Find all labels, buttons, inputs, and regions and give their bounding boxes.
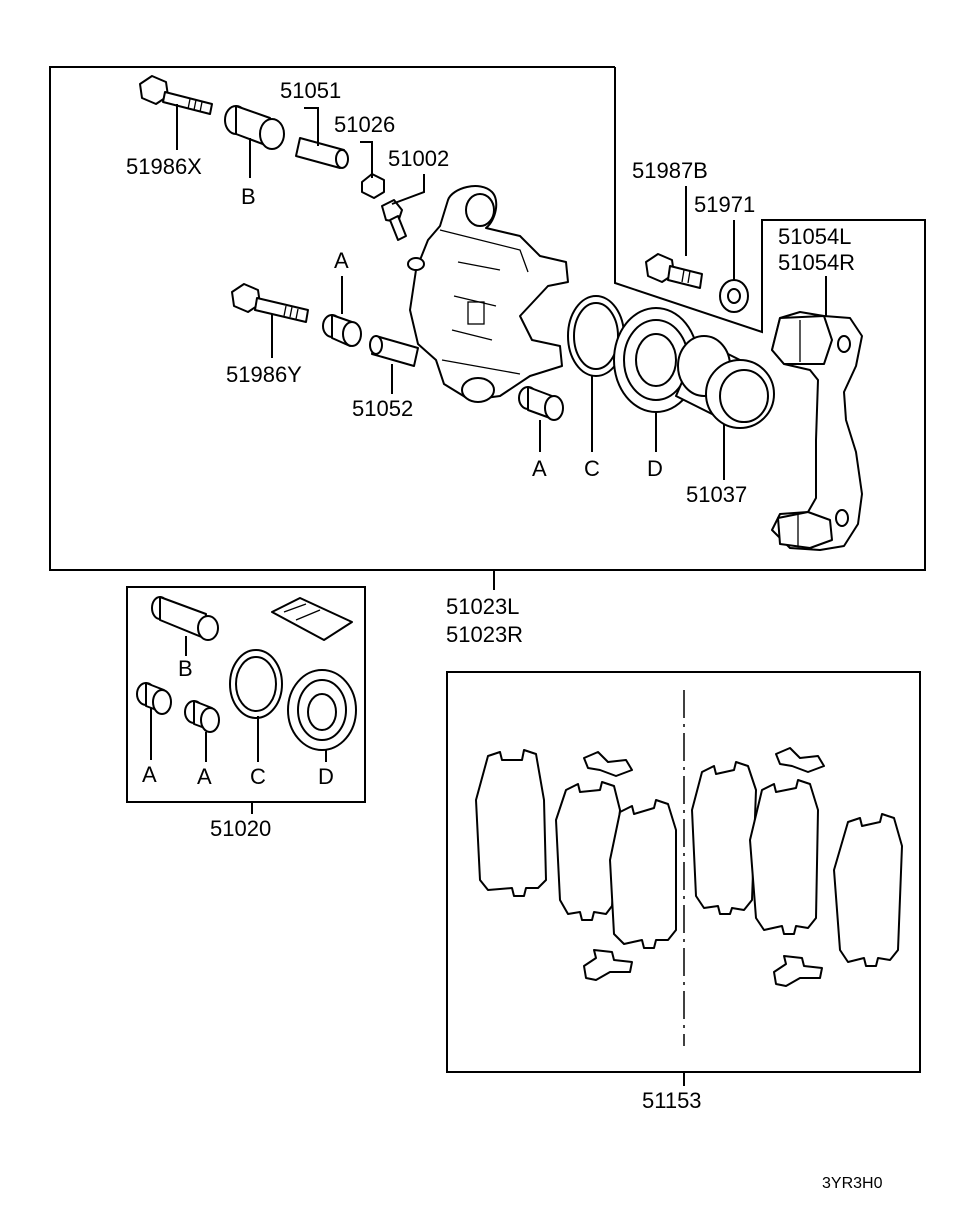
guide-pin-51052 [369,335,419,367]
label-51986y: 51986Y [226,362,302,387]
pad-clip-1 [583,751,633,777]
kit-boot-b [151,596,219,641]
caliper-assembly-frame [49,66,926,571]
dust-boot-d [613,307,699,413]
label-51002: 51002 [388,146,449,171]
label-51052: 51052 [352,396,413,421]
kit-boot-d [287,669,357,751]
label-a-mid: A [334,248,349,273]
label-b-top: B [241,184,256,209]
label-d-main: D [647,456,663,481]
label-kit-a-1: A [142,762,157,787]
boot-a-mid [322,314,362,347]
label-51054l: 51054L [778,224,851,249]
pad-clip-4 [773,955,823,987]
caliper-body [407,185,569,403]
washer-51971 [719,279,749,313]
kit-boot-a-1 [136,682,172,715]
pad-clip-3 [583,949,633,981]
label-51054r: 51054R [778,250,855,275]
bleeder-screw-51002 [381,199,407,241]
brake-pad-1 [475,749,547,897]
label-51023r: 51023R [446,622,523,647]
label-51987b: 51987B [632,158,708,183]
piston-51037 [675,335,775,429]
diagram-code: 3YR3H0 [822,1175,883,1192]
brake-pad-4 [691,761,757,915]
pad-clip-2 [775,747,825,773]
label-51971: 51971 [694,192,755,217]
label-51037: 51037 [686,482,747,507]
label-kit-b: B [178,656,193,681]
grease-packet [271,597,353,641]
kit-boot-a-2 [184,700,220,733]
kit-seal-c [229,649,283,719]
label-c-main: C [584,456,600,481]
label-51023l: 51023L [446,594,519,619]
label-51986x: 51986X [126,154,202,179]
bracket-bolt-51987b [645,253,703,289]
seal-kit-frame [126,586,366,803]
brake-pad-5 [749,779,819,935]
brake-pad-6 [833,813,903,967]
label-kit-c: C [250,764,266,789]
label-51026: 51026 [334,112,395,137]
guide-bolt-51986x [139,75,213,115]
brake-pad-3 [609,799,677,949]
brake-pad-2 [555,781,621,921]
label-51153: 51153 [642,1088,702,1113]
label-a-low: A [532,456,547,481]
boot-b-top [224,105,285,150]
label-kit-a-2: A [197,764,212,789]
label-51051: 51051 [280,78,341,103]
boot-a-low [518,386,564,421]
piston-seal-c [567,295,625,377]
label-kit-d: D [318,764,334,789]
label-51020: 51020 [210,816,271,841]
caliper-bracket-51054 [771,311,863,551]
guide-pin-51051 [295,137,349,169]
guide-bolt-51986y [231,283,309,323]
